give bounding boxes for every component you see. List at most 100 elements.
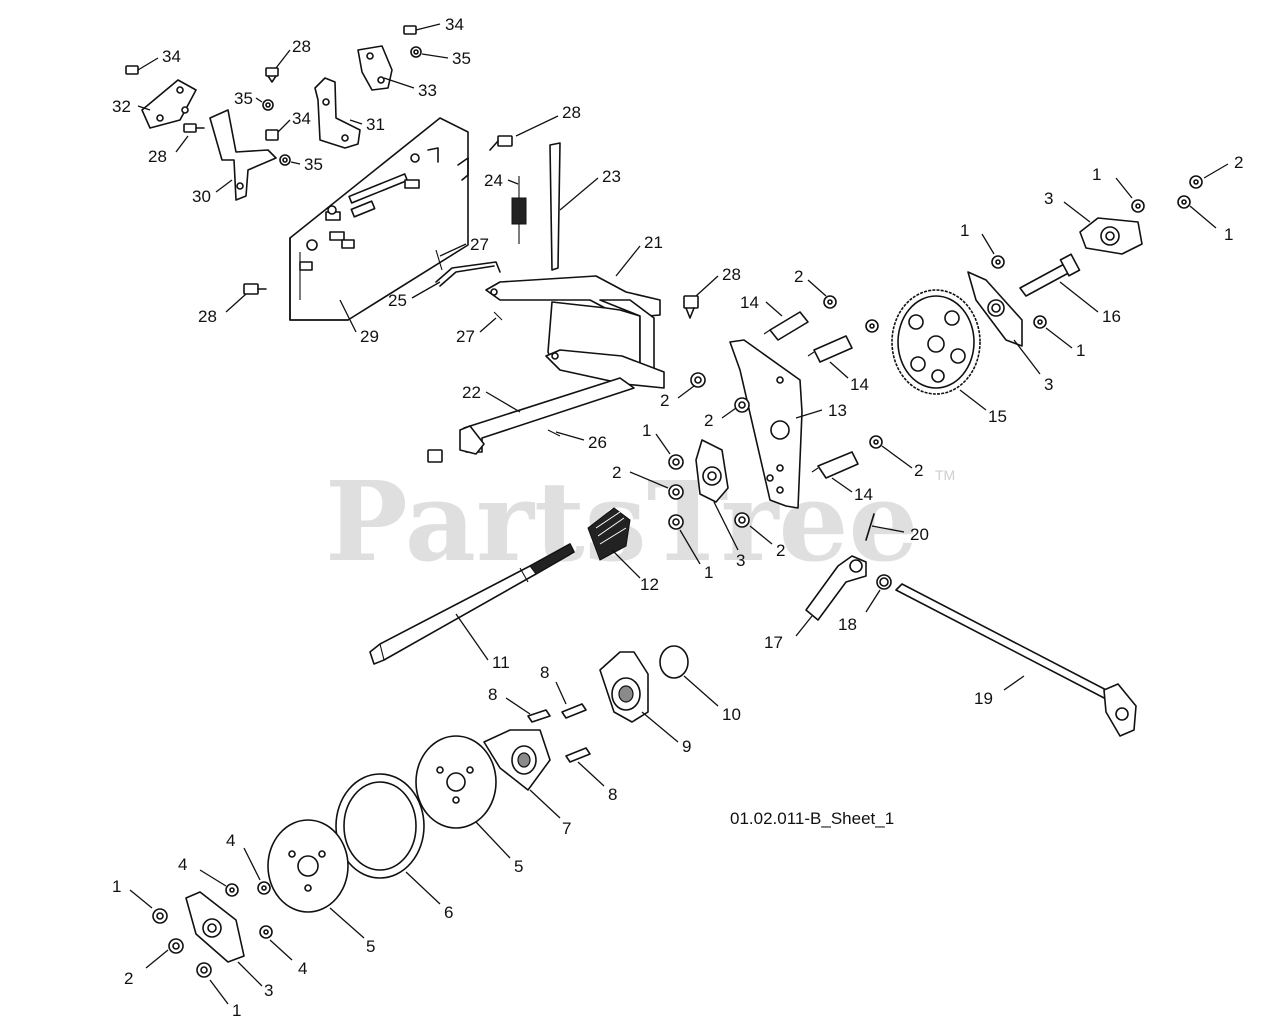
callout-30: 30 — [192, 187, 211, 206]
callout-35b: 35 — [234, 89, 253, 108]
part-32-plate — [141, 79, 197, 129]
callout-4c: 4 — [298, 959, 307, 978]
callout-28c: 28 — [562, 103, 581, 122]
callout-22: 22 — [462, 383, 481, 402]
watermark-tm: TM — [935, 467, 955, 483]
part-12-pinion — [587, 507, 631, 561]
nuts-bottom — [152, 881, 273, 978]
callout-12: 12 — [640, 575, 659, 594]
part-3-bearing-top — [1079, 217, 1143, 255]
callout-28e: 28 — [198, 307, 217, 326]
callout-33: 33 — [418, 81, 437, 100]
callout-1e: 1 — [1076, 341, 1085, 360]
callout-4b: 4 — [178, 855, 187, 874]
part-3-bearing-center — [695, 439, 729, 503]
callout-14c: 14 — [854, 485, 873, 504]
part-33-plate — [357, 45, 393, 91]
callouts: 34 34 35 28 35 34 35 33 31 32 28 30 — [112, 15, 1243, 1020]
callout-35a: 35 — [452, 49, 471, 68]
callout-26: 26 — [588, 433, 607, 452]
part-drawings — [125, 25, 1203, 978]
part-25-link — [435, 249, 503, 321]
callout-3b: 3 — [1044, 189, 1053, 208]
callout-20: 20 — [910, 525, 929, 544]
callout-28d: 28 — [722, 265, 741, 284]
part-11-shaft — [369, 543, 575, 665]
part-23-rod — [549, 142, 561, 271]
part-18-washer — [876, 574, 892, 590]
part-31-bracket — [314, 77, 361, 149]
nuts-top-right — [991, 175, 1203, 329]
callout-34a: 34 — [162, 47, 181, 66]
callout-3a: 3 — [736, 551, 745, 570]
callout-2d: 2 — [612, 463, 621, 482]
sheet-label: 01.02.011-B_Sheet_1 — [730, 809, 894, 828]
part-10-snap-ring — [659, 645, 689, 679]
callout-9: 9 — [682, 737, 691, 756]
callout-3d: 3 — [264, 981, 273, 1000]
callout-6: 6 — [444, 903, 453, 922]
callout-14b: 14 — [850, 375, 869, 394]
part-17-arm — [805, 555, 867, 621]
callout-2h: 2 — [124, 969, 133, 988]
callout-11: 11 — [492, 653, 510, 672]
callout-27b: 27 — [456, 327, 475, 346]
callout-1g: 1 — [112, 877, 121, 896]
part-14-spacers — [763, 311, 859, 479]
nuts-center — [668, 295, 883, 530]
part-29-mounting-plate — [289, 117, 469, 321]
callout-31: 31 — [366, 115, 385, 134]
part-24-spring — [511, 176, 527, 244]
bolts-28-mid — [427, 295, 699, 463]
callout-13: 13 — [828, 401, 847, 420]
part-6-pulley — [335, 773, 425, 879]
callout-16: 16 — [1102, 307, 1121, 326]
part-16-axle — [1019, 253, 1081, 297]
callout-1b: 1 — [704, 563, 713, 582]
callout-2e: 2 — [776, 541, 785, 560]
callout-5b: 5 — [366, 937, 375, 956]
part-3-bearing-bottom — [185, 891, 245, 963]
callout-19: 19 — [974, 689, 993, 708]
callout-1a: 1 — [642, 421, 651, 440]
part-21-lever — [485, 275, 665, 389]
callout-27a: 27 — [470, 235, 489, 254]
callout-3c: 3 — [1044, 375, 1053, 394]
callout-23: 23 — [602, 167, 621, 186]
callout-15: 15 — [988, 407, 1007, 426]
part-7-flange-hub — [483, 729, 551, 791]
callout-2f: 2 — [914, 461, 923, 480]
small-bolts-top — [125, 25, 513, 295]
part-5-disc-upper — [415, 735, 497, 829]
callout-28a: 28 — [292, 37, 311, 56]
callout-1h: 1 — [232, 1001, 241, 1020]
callout-8b: 8 — [540, 663, 549, 682]
part-22-bar — [459, 377, 635, 455]
callout-14a: 14 — [740, 293, 759, 312]
part-13-plate — [729, 339, 803, 509]
callout-4a: 4 — [226, 831, 235, 850]
callout-7: 7 — [562, 819, 571, 838]
callout-29: 29 — [360, 327, 379, 346]
callout-2g: 2 — [1234, 153, 1243, 172]
callout-34c: 34 — [292, 109, 311, 128]
callout-18: 18 — [838, 615, 857, 634]
part-8-bolts — [527, 703, 591, 763]
callout-34b: 34 — [445, 15, 464, 34]
callout-8a: 8 — [488, 685, 497, 704]
part-20-pin — [865, 513, 875, 541]
callout-5a: 5 — [514, 857, 523, 876]
callout-17: 17 — [764, 633, 783, 652]
part-3-bearing-right — [967, 271, 1023, 347]
callout-24: 24 — [484, 171, 503, 190]
callout-2b: 2 — [704, 411, 713, 430]
callout-32: 32 — [112, 97, 131, 116]
callout-1f: 1 — [1224, 225, 1233, 244]
part-19-shaft — [895, 583, 1137, 737]
callout-8c: 8 — [608, 785, 617, 804]
callout-2c: 2 — [794, 267, 803, 286]
part-30-bracket — [209, 109, 277, 201]
callout-1d: 1 — [1092, 165, 1101, 184]
part-9-housing — [599, 651, 649, 723]
